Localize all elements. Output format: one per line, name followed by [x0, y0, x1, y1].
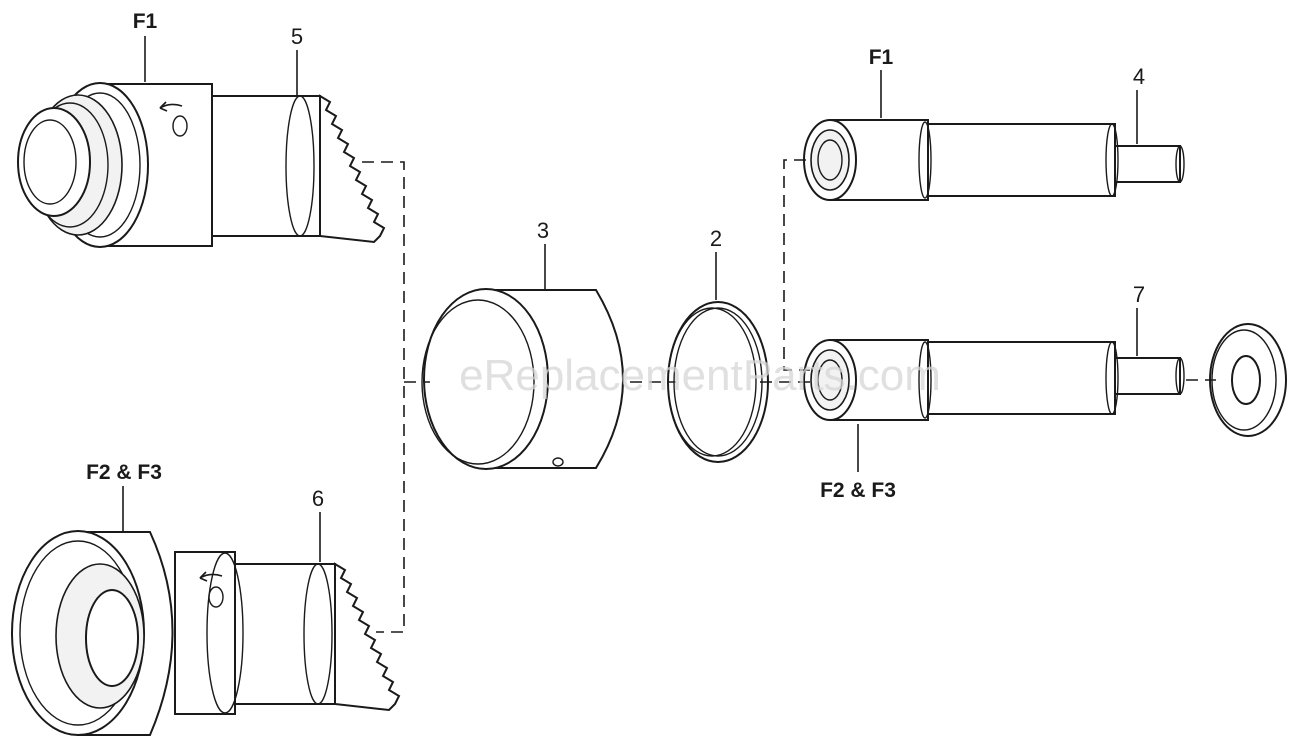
leader-lines [122, 36, 1138, 562]
callout-4: 4 [1133, 64, 1145, 89]
label-f2-f3-left: F2 & F3 [86, 461, 162, 484]
part-3-sleeve[interactable] [421, 288, 624, 470]
assembly-lines [362, 159, 1216, 633]
part-4-shaft[interactable] [803, 119, 1185, 201]
callout-3: 3 [537, 218, 549, 243]
callout-6: 6 [312, 486, 324, 511]
part-5-housing[interactable] [17, 82, 386, 248]
part-7-shaft[interactable] [803, 339, 1185, 421]
label-f2-f3-right: F2 & F3 [820, 479, 896, 502]
label-f1-left: F1 [133, 10, 158, 33]
part-6-housing[interactable] [11, 530, 401, 736]
callout-7: 7 [1133, 282, 1145, 307]
watermark-text: eReplacementParts.com [459, 351, 941, 400]
label-f1-right: F1 [869, 46, 894, 69]
callout-5: 5 [291, 24, 303, 49]
callout-2: 2 [710, 226, 722, 251]
washer[interactable] [1209, 323, 1287, 437]
